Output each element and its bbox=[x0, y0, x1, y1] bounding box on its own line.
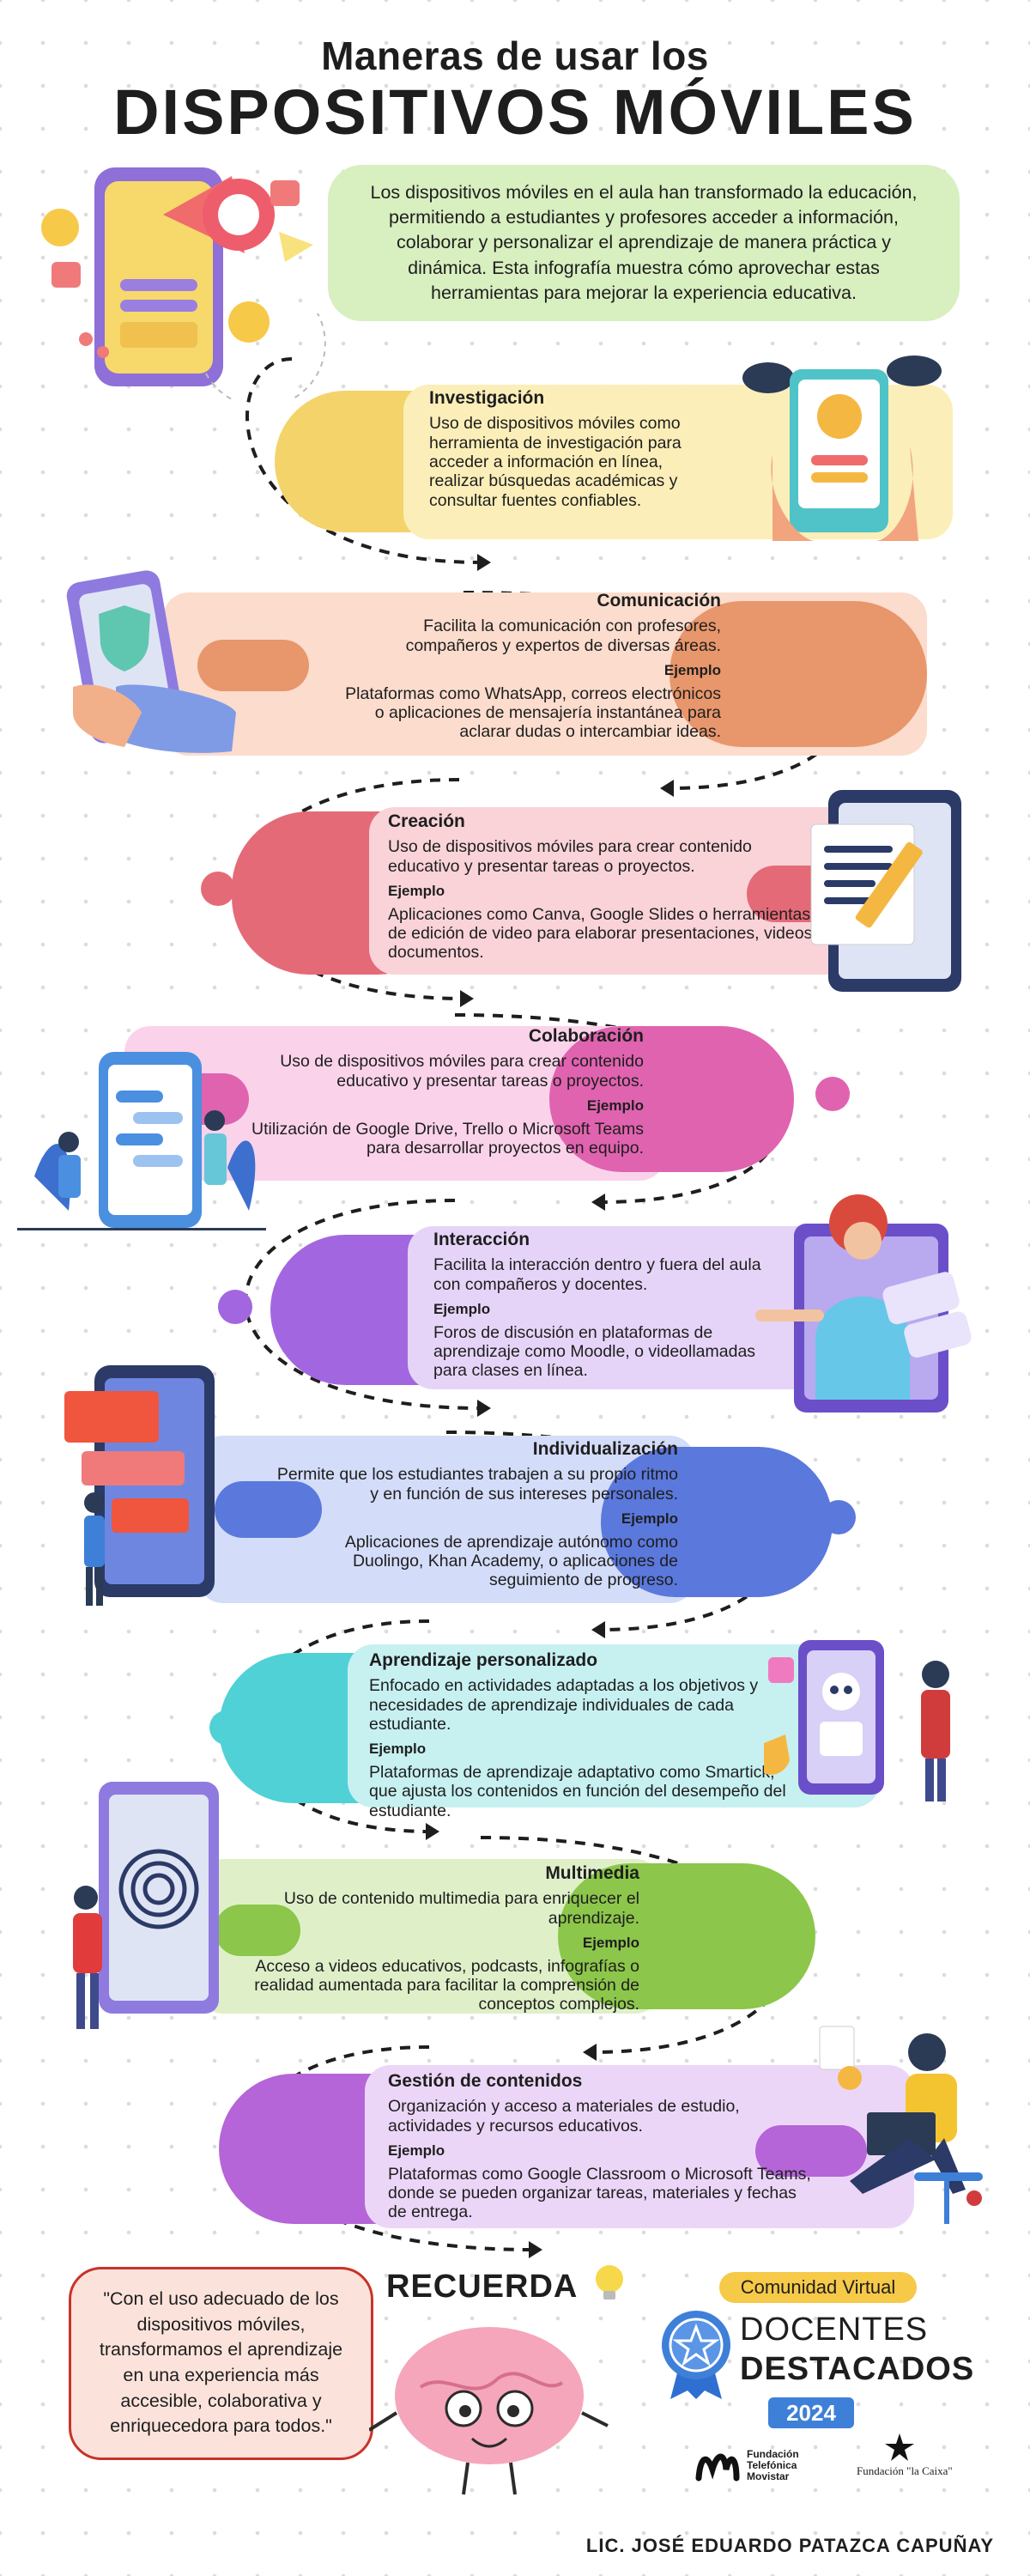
section-example: Aplicaciones de aprendizaje autónomo com… bbox=[344, 1532, 678, 1590]
section-body: Uso de contenido multimedia para enrique… bbox=[283, 1889, 639, 1928]
section-body: Facilita la comunicación con profesores,… bbox=[405, 617, 721, 655]
page-subtitle: Maneras de usar los bbox=[321, 33, 709, 78]
section-body: Organización y acceso a materiales de es… bbox=[388, 2097, 740, 2136]
section-title: Creación bbox=[388, 811, 465, 831]
example-label: Ejemplo bbox=[582, 1934, 639, 1951]
section-title: Multimedia bbox=[545, 1863, 639, 1883]
quote-box: "Con el uso adecuado de los dispositivos… bbox=[69, 2267, 373, 2460]
chat-phone-illustration bbox=[17, 1052, 266, 1230]
section-title: Gestión de contenidos bbox=[388, 2071, 583, 2091]
recuerda-heading: RECUERDA bbox=[386, 2269, 579, 2305]
section-body: Uso de dispositivos móviles para crear c… bbox=[280, 1052, 644, 1091]
section-gestion-tab bbox=[755, 2125, 867, 2177]
document-pencil-illustration bbox=[810, 790, 961, 992]
colaboracion-dot bbox=[815, 1077, 850, 1111]
movistar-logo-icon bbox=[695, 2453, 740, 2482]
section-example: Foros de discusión en plataformas de apr… bbox=[433, 1322, 756, 1381]
section-example: Aplicaciones como Canva, Google Slides o… bbox=[388, 904, 826, 963]
interaccion-dot bbox=[218, 1290, 252, 1324]
lightbulb-icon bbox=[596, 2265, 623, 2300]
touchscreen-illustration bbox=[64, 1365, 215, 1606]
individualizacion-dot bbox=[821, 1500, 856, 1534]
section-example: Plataformas como WhatsApp, correos elect… bbox=[345, 683, 721, 742]
lacaixa-star-icon bbox=[885, 2433, 914, 2461]
globe-phone-illustration bbox=[742, 355, 942, 541]
section-title: Colaboración bbox=[528, 1026, 644, 1046]
section-example: Acceso a videos educativos, podcasts, in… bbox=[254, 1956, 639, 2014]
section-body: Uso de dispositivos móviles como herrami… bbox=[429, 414, 682, 510]
example-label: Ejemplo bbox=[621, 1510, 678, 1527]
example-label: Ejemplo bbox=[586, 1097, 644, 1114]
section-creacion-text: Creación Uso de dispositivos móviles par… bbox=[388, 811, 826, 963]
star-medal-icon bbox=[662, 2311, 730, 2399]
section-body: Permite que los estudiantes trabajen a s… bbox=[276, 1465, 678, 1504]
section-example: Plataformas como Google Classroom o Micr… bbox=[388, 2164, 811, 2222]
section-body: Uso de dispositivos móviles para crear c… bbox=[388, 837, 752, 876]
section-body: Enfocado en actividades adaptadas a los … bbox=[369, 1676, 759, 1734]
robot-phone-illustration bbox=[764, 1640, 950, 1801]
sponsor-telefonica: Fundación Telefónica Movistar bbox=[747, 2448, 799, 2483]
section-multimedia-text: Multimedia Uso de contenido multimedia p… bbox=[240, 1863, 639, 2014]
brain-mascot-icon bbox=[369, 2327, 609, 2495]
section-colaboracion-accent bbox=[549, 1026, 794, 1172]
video-call-illustration bbox=[755, 1194, 972, 1413]
section-colaboracion-text: Colaboración Uso de dispositivos móviles… bbox=[232, 1026, 644, 1157]
section-investigacion-text: Investigación Uso de dispositivos móvile… bbox=[429, 388, 695, 510]
phone-megaphone-illustration bbox=[41, 167, 326, 399]
section-personalizado-text: Aprendizaje personalizado Enfocado en ac… bbox=[369, 1650, 798, 1820]
example-label: Ejemplo bbox=[369, 1741, 427, 1758]
sponsor-lacaixa: Fundación "la Caixa" bbox=[857, 2464, 953, 2477]
intro-box: Los dispositivos móviles en el aula han … bbox=[328, 165, 960, 321]
section-interaccion-text: Interacción Facilita la interacción dent… bbox=[433, 1230, 777, 1381]
author-credit: LIC. JOSÉ EDUARDO PATAZCA CAPUÑAY bbox=[585, 2535, 994, 2556]
fingerprint-tablet-illustration bbox=[73, 1782, 219, 2029]
section-title: Interacción bbox=[433, 1230, 530, 1249]
section-multimedia-tab bbox=[215, 1905, 300, 1956]
section-individualizacion-text: Individualización Permite que los estudi… bbox=[275, 1439, 678, 1590]
example-label: Ejemplo bbox=[663, 661, 721, 678]
badge-line2: DESTACADOS bbox=[740, 2351, 975, 2387]
section-example: Utilización de Google Drive, Trello o Mi… bbox=[251, 1119, 644, 1157]
section-individualizacion-accent bbox=[601, 1447, 833, 1597]
example-label: Ejemplo bbox=[388, 2142, 445, 2159]
example-label: Ejemplo bbox=[388, 882, 445, 899]
badge-year: 2024 bbox=[768, 2397, 854, 2428]
section-comunicacion-tab bbox=[197, 640, 309, 691]
laptop-student-illustration bbox=[819, 2026, 983, 2224]
section-individualizacion-tab bbox=[215, 1481, 322, 1538]
page-title: DISPOSITIVOS MÓVILES bbox=[113, 76, 917, 148]
example-label: Ejemplo bbox=[433, 1300, 491, 1317]
personalizado-dot bbox=[209, 1710, 244, 1745]
section-title: Aprendizaje personalizado bbox=[369, 1650, 598, 1670]
badge-line1: DOCENTES bbox=[740, 2312, 929, 2348]
section-gestion-text: Gestión de contenidos Organización y acc… bbox=[388, 2071, 817, 2222]
section-multimedia-accent bbox=[558, 1863, 815, 2009]
section-example: Plataformas de aprendizaje adaptativo co… bbox=[369, 1762, 786, 1820]
section-body: Facilita la interacción dentro y fuera d… bbox=[433, 1255, 761, 1294]
creacion-dot bbox=[201, 872, 235, 906]
section-title: Comunicación bbox=[597, 591, 721, 611]
badge-top-label: Comunidad Virtual bbox=[719, 2272, 917, 2303]
section-comunicacion-accent bbox=[670, 601, 927, 747]
section-comunicacion-text: Comunicación Facilita la comunicación co… bbox=[343, 591, 721, 742]
section-title: Investigación bbox=[429, 388, 545, 408]
quote-text: "Con el uso adecuado de los dispositivos… bbox=[99, 2288, 343, 2437]
shield-phone-illustration bbox=[66, 570, 236, 753]
intro-text: Los dispositivos móviles en el aula han … bbox=[370, 181, 918, 303]
section-title: Individualización bbox=[532, 1439, 678, 1459]
